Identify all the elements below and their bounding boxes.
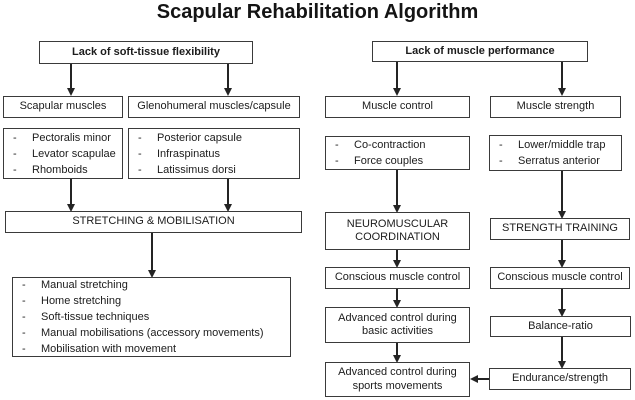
node-stretching-mobilisation: STRETCHING & MOBILISATION	[5, 211, 302, 233]
arrow-neuromuscular-to-conscious	[396, 250, 398, 260]
list-item: - Manual stretching	[15, 277, 288, 293]
list-glenohumeral-muscles: - Posterior capsule - Infraspinatus - Latis…	[128, 128, 300, 179]
arrow-conscious-to-balance	[561, 289, 563, 309]
bullet-dash: -	[335, 155, 339, 167]
arrow-scapular-to-stretching	[70, 179, 72, 204]
arrow-performance-to-control	[396, 62, 398, 88]
list-item-label: Co-contraction	[354, 139, 426, 151]
page-title: Scapular Rehabilitation Algorithm	[156, 1, 479, 23]
node-advanced-control-sports-movements: Advanced control during sports movements	[325, 362, 470, 397]
list-item-label: Home stretching	[41, 295, 122, 307]
node-advanced-control-basic-activities: Advanced control during basic activities	[325, 307, 470, 343]
node-conscious-muscle-control-right: Conscious muscle control	[490, 267, 630, 289]
list-item-label: Rhomboids	[32, 163, 88, 176]
node-conscious-muscle-control-left: Conscious muscle control	[325, 267, 470, 289]
bullet-dash: -	[22, 295, 26, 307]
arrow-conscious-to-basic	[396, 289, 398, 300]
list-item-label: Force couples	[354, 155, 424, 167]
arrow-control-to-neuromuscular	[396, 170, 398, 205]
node-lack-of-muscle-performance: Lack of muscle performance	[372, 41, 588, 62]
arrow-stretching-to-techniques	[151, 233, 153, 270]
list-item-label: Lower/middle trap	[518, 139, 606, 151]
list-item: - Home stretching	[15, 293, 288, 309]
arrow-performance-to-strength	[561, 62, 563, 88]
list-item: - Soft-tissue techniques	[15, 309, 288, 325]
list-item: - Manual mobilisations (accessory movemen…	[15, 325, 288, 341]
list-item: - Lower/middle trap	[492, 137, 619, 153]
bullet-dash: -	[13, 131, 17, 144]
list-item-label: Manual mobilisations (accessory movement…	[41, 327, 264, 339]
list-item: - Rhomboids	[6, 162, 120, 178]
node-balance-ratio: Balance-ratio	[490, 316, 631, 337]
arrow-glenohumeral-to-stretching	[227, 179, 229, 204]
list-item: - Pectoralis minor	[6, 130, 120, 146]
bullet-dash: -	[22, 327, 26, 339]
list-item: - Mobilisation with movement	[15, 341, 288, 357]
list-item: - Infraspinatus	[131, 146, 297, 162]
list-item-label: Serratus anterior	[518, 155, 600, 167]
list-item-label: Levator scapulae	[32, 147, 116, 160]
list-item: - Co-contraction	[328, 137, 467, 153]
node-lack-of-soft-tissue-flexibility: Lack of soft-tissue flexibility	[39, 41, 253, 64]
node-neuromuscular-coordination: NEUROMUSCULAR COORDINATION	[325, 212, 470, 250]
node-strength-training: STRENGTH TRAINING	[490, 218, 630, 240]
list-item-label: Posterior capsule	[157, 131, 242, 144]
list-item-label: Latissimus dorsi	[157, 163, 236, 176]
list-muscle-control: - Co-contraction - Force couples	[325, 136, 470, 170]
arrow-training-to-conscious	[561, 240, 563, 260]
bullet-dash: -	[22, 343, 26, 355]
list-item: - Serratus anterior	[492, 153, 619, 169]
list-item: - Latissimus dorsi	[131, 162, 297, 178]
bullet-dash: -	[499, 139, 503, 151]
node-scapular-muscles: Scapular muscles	[3, 96, 123, 118]
bullet-dash: -	[22, 279, 26, 291]
bullet-dash: -	[13, 163, 17, 176]
bullet-dash: -	[13, 147, 17, 160]
list-item-label: Soft-tissue techniques	[41, 311, 150, 323]
list-item-label: Infraspinatus	[157, 147, 220, 160]
arrow-basic-to-sports	[396, 343, 398, 355]
list-item: - Posterior capsule	[131, 130, 297, 146]
list-stretching-techniques: - Manual stretching - Home stretching - Sof…	[12, 277, 291, 357]
arrow-strength-to-training	[561, 171, 563, 211]
list-item-label: Pectoralis minor	[32, 131, 111, 144]
arrow-flexibility-to-scapular	[70, 64, 72, 88]
arrow-endurance-to-sports	[478, 378, 489, 380]
bullet-dash: -	[138, 131, 142, 144]
node-endurance-strength: Endurance/strength	[489, 368, 631, 390]
list-item-label: Mobilisation with movement	[41, 343, 177, 355]
list-item: - Levator scapulae	[6, 146, 120, 162]
node-glenohumeral-muscles-capsule: Glenohumeral muscles/capsule	[128, 96, 300, 118]
bullet-dash: -	[335, 139, 339, 151]
node-muscle-strength: Muscle strength	[490, 96, 621, 118]
list-scapular-muscles: - Pectoralis minor - Levator scapulae - Rho…	[3, 128, 123, 179]
list-item: - Force couples	[328, 153, 467, 169]
bullet-dash: -	[138, 147, 142, 160]
arrow-flexibility-to-glenohumeral	[227, 64, 229, 88]
bullet-dash: -	[138, 163, 142, 176]
node-muscle-control: Muscle control	[325, 96, 470, 118]
bullet-dash: -	[499, 155, 503, 167]
list-item-label: Manual stretching	[41, 279, 128, 291]
arrow-balance-to-endurance	[561, 337, 563, 361]
list-muscle-strength: - Lower/middle trap - Serratus anterior	[489, 135, 622, 171]
bullet-dash: -	[22, 311, 26, 323]
